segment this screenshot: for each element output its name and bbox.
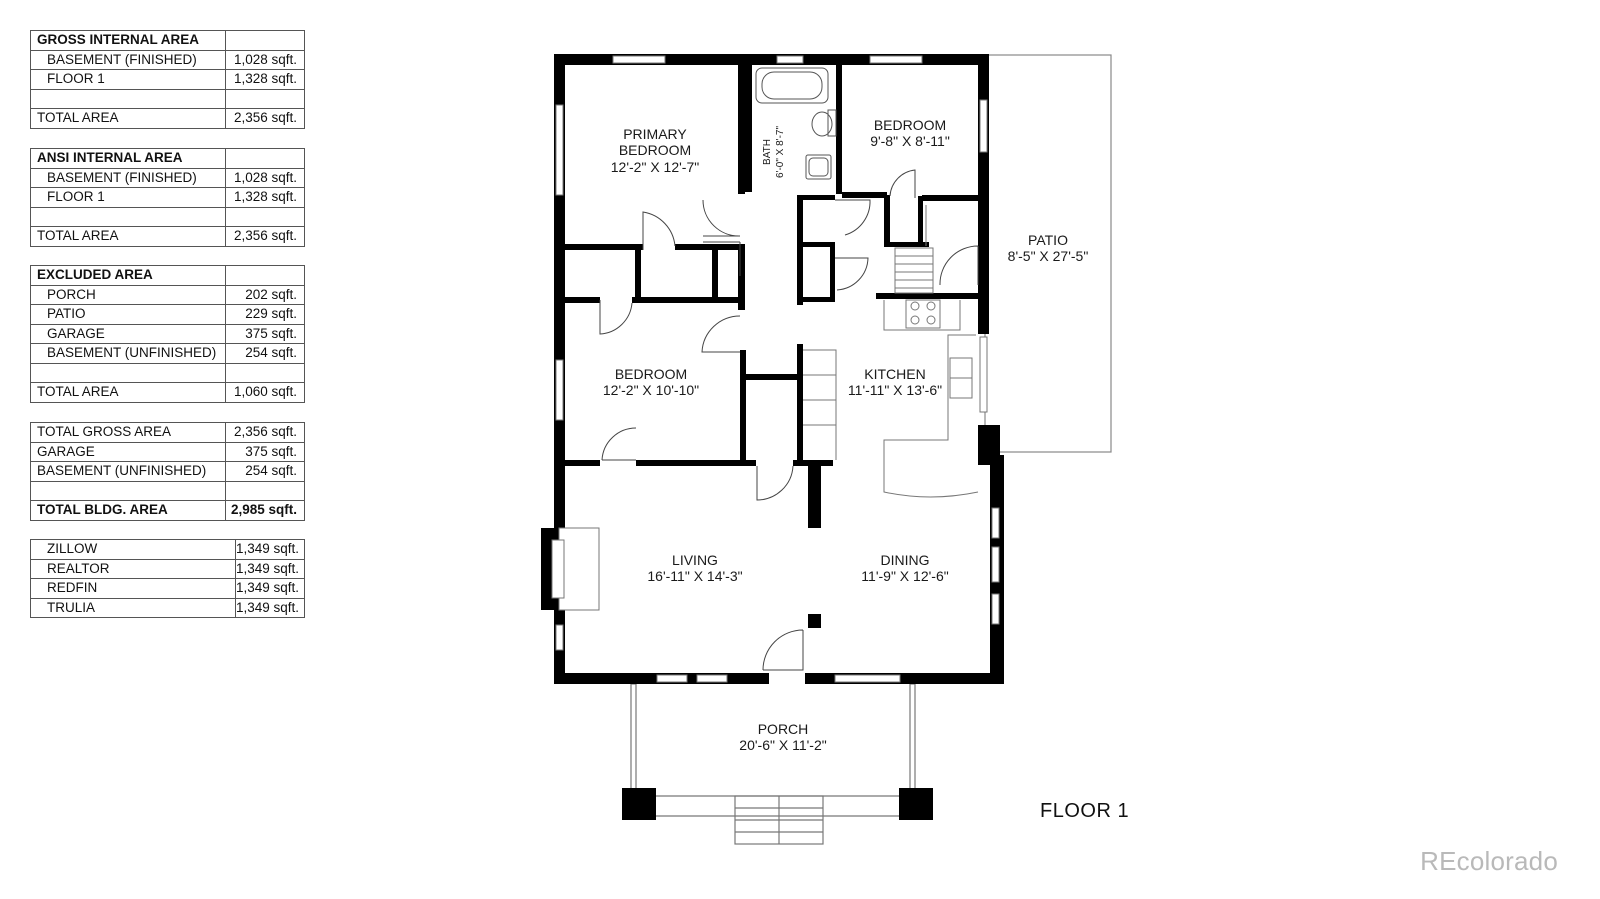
- row-label: TRULIA: [30, 597, 236, 618]
- row-value: 202 sqft.: [225, 284, 305, 305]
- floor-label: FLOOR 1: [1040, 800, 1130, 822]
- room-name: PORCH: [758, 721, 809, 737]
- windows: [555, 55, 1000, 683]
- room-primary-bedroom: PRIMARY BEDROOM 12'-2" X 12'-7": [611, 126, 699, 175]
- room-dims: 11'-9" X 12'-6": [861, 568, 948, 584]
- porch-post: [899, 788, 933, 820]
- brand-watermark: REcolorado: [1420, 846, 1558, 876]
- room-patio: PATIO 8'-5" X 27'-5": [1008, 232, 1089, 264]
- room-name: BEDROOM: [619, 142, 691, 158]
- stairs: [894, 205, 934, 294]
- porch-post: [622, 788, 656, 820]
- total-label: TOTAL BLDG. AREA: [30, 500, 226, 521]
- total-value: 2,356 sqft.: [225, 108, 305, 129]
- room-living: LIVING 16'-11" X 14'-3": [647, 552, 742, 584]
- row-label: GARAGE: [30, 323, 226, 344]
- row-value: 1,349 sqft.: [235, 558, 305, 579]
- room-dims: 8'-5" X 27'-5": [1008, 248, 1089, 264]
- room-porch: PORCH 20'-6" X 11'-2": [739, 721, 826, 753]
- door-swings: [599, 169, 979, 671]
- room-kitchen: KITCHEN 11'-11" X 13'-6": [848, 366, 942, 398]
- row-value: 1,349 sqft.: [235, 597, 305, 618]
- room-bath: BATH 6'-0" X 8'-7": [762, 126, 786, 179]
- fireplace: [551, 527, 600, 611]
- total-label: TOTAL AREA: [30, 382, 226, 403]
- interior-walls: [565, 62, 986, 628]
- room-name: PRIMARY: [623, 126, 687, 142]
- room-bedroom-2: BEDROOM 9'-8" X 8'-11": [870, 117, 950, 149]
- kitchen-fixtures: [803, 299, 979, 498]
- total-label: TOTAL AREA: [30, 108, 226, 129]
- room-dims: 16'-11" X 14'-3": [647, 568, 742, 584]
- table-title: ANSI INTERNAL AREA: [30, 148, 226, 169]
- row-value: 1,028 sqft.: [225, 167, 305, 188]
- ansi-internal-area-table: ANSI INTERNAL AREA BASEMENT (FINISHED)1,…: [30, 148, 305, 247]
- room-dims: 20'-6" X 11'-2": [739, 737, 826, 753]
- row-label: TOTAL GROSS AREA: [30, 422, 226, 443]
- room-dims: 11'-11" X 13'-6": [848, 382, 942, 398]
- room-name: PATIO: [1028, 232, 1068, 248]
- room-name: BEDROOM: [615, 366, 687, 382]
- row-value: 254 sqft.: [225, 343, 305, 364]
- total-value: 2,985 sqft.: [225, 500, 305, 521]
- room-dims: 12'-2" X 12'-7": [611, 159, 699, 175]
- total-value: 2,356 sqft.: [225, 226, 305, 247]
- room-dims: 6'-0" X 8'-7": [775, 126, 786, 179]
- row-value: 229 sqft.: [225, 304, 305, 325]
- bath-fixtures: [755, 67, 837, 180]
- room-dims: 9'-8" X 8'-11": [870, 133, 950, 149]
- room-dims: 12'-2" X 10'-10": [603, 382, 699, 398]
- row-value: 2,356 sqft.: [225, 422, 305, 443]
- total-value: 1,060 sqft.: [225, 382, 305, 403]
- room-name: BEDROOM: [874, 117, 946, 133]
- row-label: BASEMENT (FINISHED): [30, 167, 226, 188]
- gross-internal-area-table: GROSS INTERNAL AREA BASEMENT (FINISHED)1…: [30, 30, 305, 129]
- room-name: DINING: [881, 552, 930, 568]
- room-name: KITCHEN: [864, 366, 925, 382]
- room-dining: DINING 11'-9" X 12'-6": [861, 552, 948, 584]
- room-name: BATH: [762, 139, 773, 165]
- room-bedroom-3: BEDROOM 12'-2" X 10'-10": [603, 366, 699, 398]
- row-value: 1,328 sqft.: [225, 69, 305, 90]
- row-value: 254 sqft.: [225, 461, 305, 482]
- room-name: LIVING: [672, 552, 718, 568]
- porch-structure: [630, 683, 916, 845]
